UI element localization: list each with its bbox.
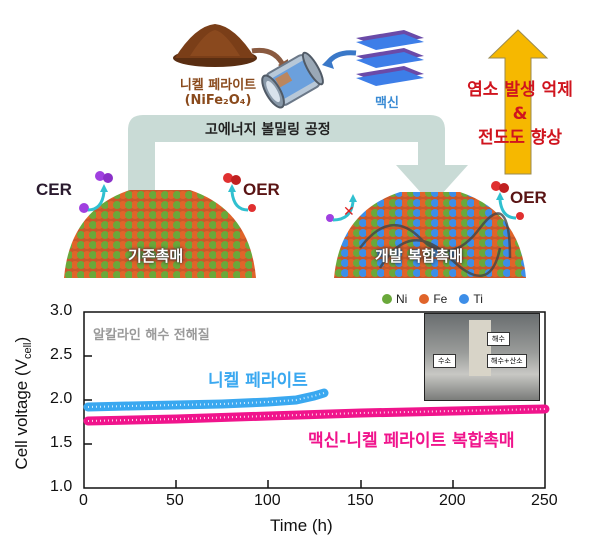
ni-dot-icon [382,294,392,304]
electrolyzer-stack [469,320,491,376]
blocked-mark: ✕ [343,204,355,220]
y-tick-2-5: 2.5 [50,346,73,363]
conventional-catalyst-label: 기존촉매 [128,247,184,265]
oer-label-left: OER [243,180,280,199]
y-tick-1-0: 1.0 [50,478,73,495]
x-axis-title: Time (h) [270,516,333,535]
composite-catalyst-dome [334,192,526,278]
oer-label-right: OER [510,188,547,207]
process-flow-arrow [128,115,468,205]
process-label: 고에너지 볼밀링 공정 [205,122,331,138]
benefit-line-conductivity: 전도도 향상 [477,128,563,148]
legend-ni: Ni [396,292,408,306]
y-tick-1-5: 1.5 [50,434,73,451]
legend-fe: Fe [433,292,448,306]
chlorine-molecule-icon [79,171,113,213]
electrolyzer-inset-photo: 해수 수소 해수+산소 [424,313,540,401]
inset-label-seawater-oxygen: 해수+산소 [487,354,527,368]
benefit-line-and: & [512,104,528,124]
benefit-text: 염소 발생 억제 & 전도도 향상 [450,78,590,150]
mxene-to-mill-arrow-icon [322,50,357,69]
schematic-panel: 니켈 페라이트 (NiFe₂O₄) 맥신 고에너지 볼밀링 공정 염소 발생 억… [36,24,590,306]
x-tick-250: 250 [531,492,558,509]
ball-mill-jar-icon [261,51,324,109]
conventional-catalyst-dome [64,190,256,278]
x-tick-100: 100 [254,492,281,509]
x-tick-200: 200 [439,492,466,509]
ti-dot-icon [459,294,470,304]
mxene-label: 맥신 [375,96,399,111]
plot-area [83,311,550,489]
series-nickel-ferrite [83,388,329,412]
improvement-arrow-icon [487,29,549,175]
inset-label-seawater: 해수 [487,332,510,346]
benefit-line-chlorine: 염소 발생 억제 [467,80,573,100]
y-tick-3-0: 3.0 [50,302,73,319]
nickel-ferrite-label: 니켈 페라이트 (NiFe₂O₄) [168,78,268,108]
cer-label: CER [36,180,72,199]
mxene-layers-icon [356,30,424,86]
blocked-cer-icon [326,194,357,222]
fe-dot-icon [419,294,430,304]
series-label-nickel-ferrite: 니켈 페라이트 [208,371,308,391]
x-tick-150: 150 [347,492,374,509]
composite-catalyst-label: 개발 복합촉매 [375,247,464,265]
inset-label-hydrogen: 수소 [433,354,456,368]
voltage-chart: Cell voltage (Vcell) 3.0 2.5 2.0 1.5 1.0… [0,300,600,542]
element-legend: Ni Fe Ti [382,292,483,306]
series-label-composite-catalyst: 맥신-니켈 페라이트 복합촉매 [308,431,515,451]
x-tick-50: 50 [166,492,184,509]
nickel-ferrite-name: 니켈 페라이트 [179,78,257,93]
electrolyte-annotation: 알칼라인 해수 전해질 [93,328,210,343]
legend-ti: Ti [473,292,483,306]
x-tick-0: 0 [79,492,88,509]
oxygen-molecule-icon-left [223,173,256,212]
y-tick-2-0: 2.0 [50,390,73,407]
nickel-ferrite-powder-icon [173,24,257,67]
oxygen-molecule-icon-right [491,181,524,220]
nickel-ferrite-formula: (NiFe₂O₄) [184,93,252,108]
